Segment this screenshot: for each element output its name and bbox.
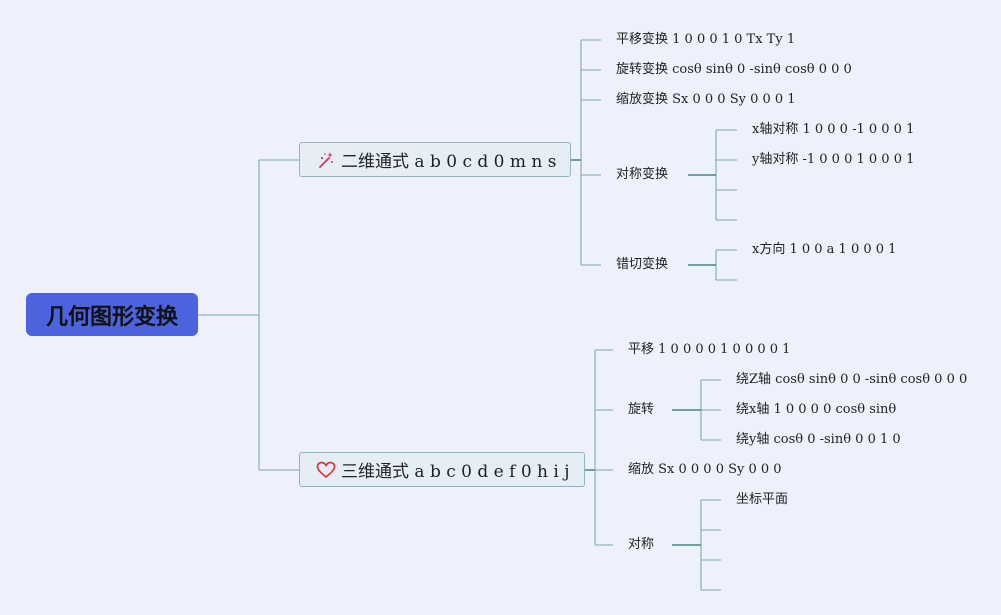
branch-3d-label: 三维通式 a b c 0 d e f 0 h i j <box>341 462 570 482</box>
symmetry-x-node[interactable]: x轴对称 1 0 0 0 -1 0 0 0 1 <box>752 122 915 137</box>
rotate-y-node[interactable]: 绕y轴 cosθ 0 -sinθ 0 0 1 0 <box>736 432 901 447</box>
magic-wand-icon <box>316 150 336 170</box>
branch-2d-label: 二维通式 a b 0 c d 0 m n s <box>341 152 557 172</box>
rotate-x-node[interactable]: 绕x轴 1 0 0 0 0 cosθ sinθ <box>736 402 897 417</box>
symmetry-y-node[interactable]: y轴对称 -1 0 0 0 1 0 0 0 1 <box>752 152 915 167</box>
root-node[interactable]: 几何图形变换 <box>26 293 198 336</box>
rotate-z-node[interactable]: 绕Z轴 cosθ sinθ 0 0 -sinθ cosθ 0 0 0 <box>736 372 968 387</box>
branch-2d-node[interactable]: 二维通式 a b 0 c d 0 m n s <box>299 142 572 177</box>
rotate-2d-node[interactable]: 旋转变换 cosθ sinθ 0 -sinθ cosθ 0 0 0 <box>616 62 852 77</box>
coordinate-plane-node[interactable]: 坐标平面 <box>736 492 789 507</box>
scale-3d-node[interactable]: 缩放 Sx 0 0 0 0 Sy 0 0 0 <box>628 462 782 477</box>
heart-icon <box>316 460 336 480</box>
shear-2d-node[interactable]: 错切变换 <box>616 257 669 272</box>
translate-3d-node[interactable]: 平移 1 0 0 0 0 1 0 0 0 0 1 <box>628 342 791 357</box>
shear-x-node[interactable]: x方向 1 0 0 a 1 0 0 0 1 <box>752 242 897 257</box>
symmetry-3d-node[interactable]: 对称 <box>628 537 655 552</box>
rotate-3d-node[interactable]: 旋转 <box>628 402 655 417</box>
scale-2d-node[interactable]: 缩放变换 Sx 0 0 0 Sy 0 0 0 1 <box>616 92 796 107</box>
translate-2d-node[interactable]: 平移变换 1 0 0 0 1 0 Tx Ty 1 <box>616 32 796 47</box>
symmetry-2d-node[interactable]: 对称变换 <box>616 167 669 182</box>
branch-3d-node[interactable]: 三维通式 a b c 0 d e f 0 h i j <box>299 452 585 487</box>
